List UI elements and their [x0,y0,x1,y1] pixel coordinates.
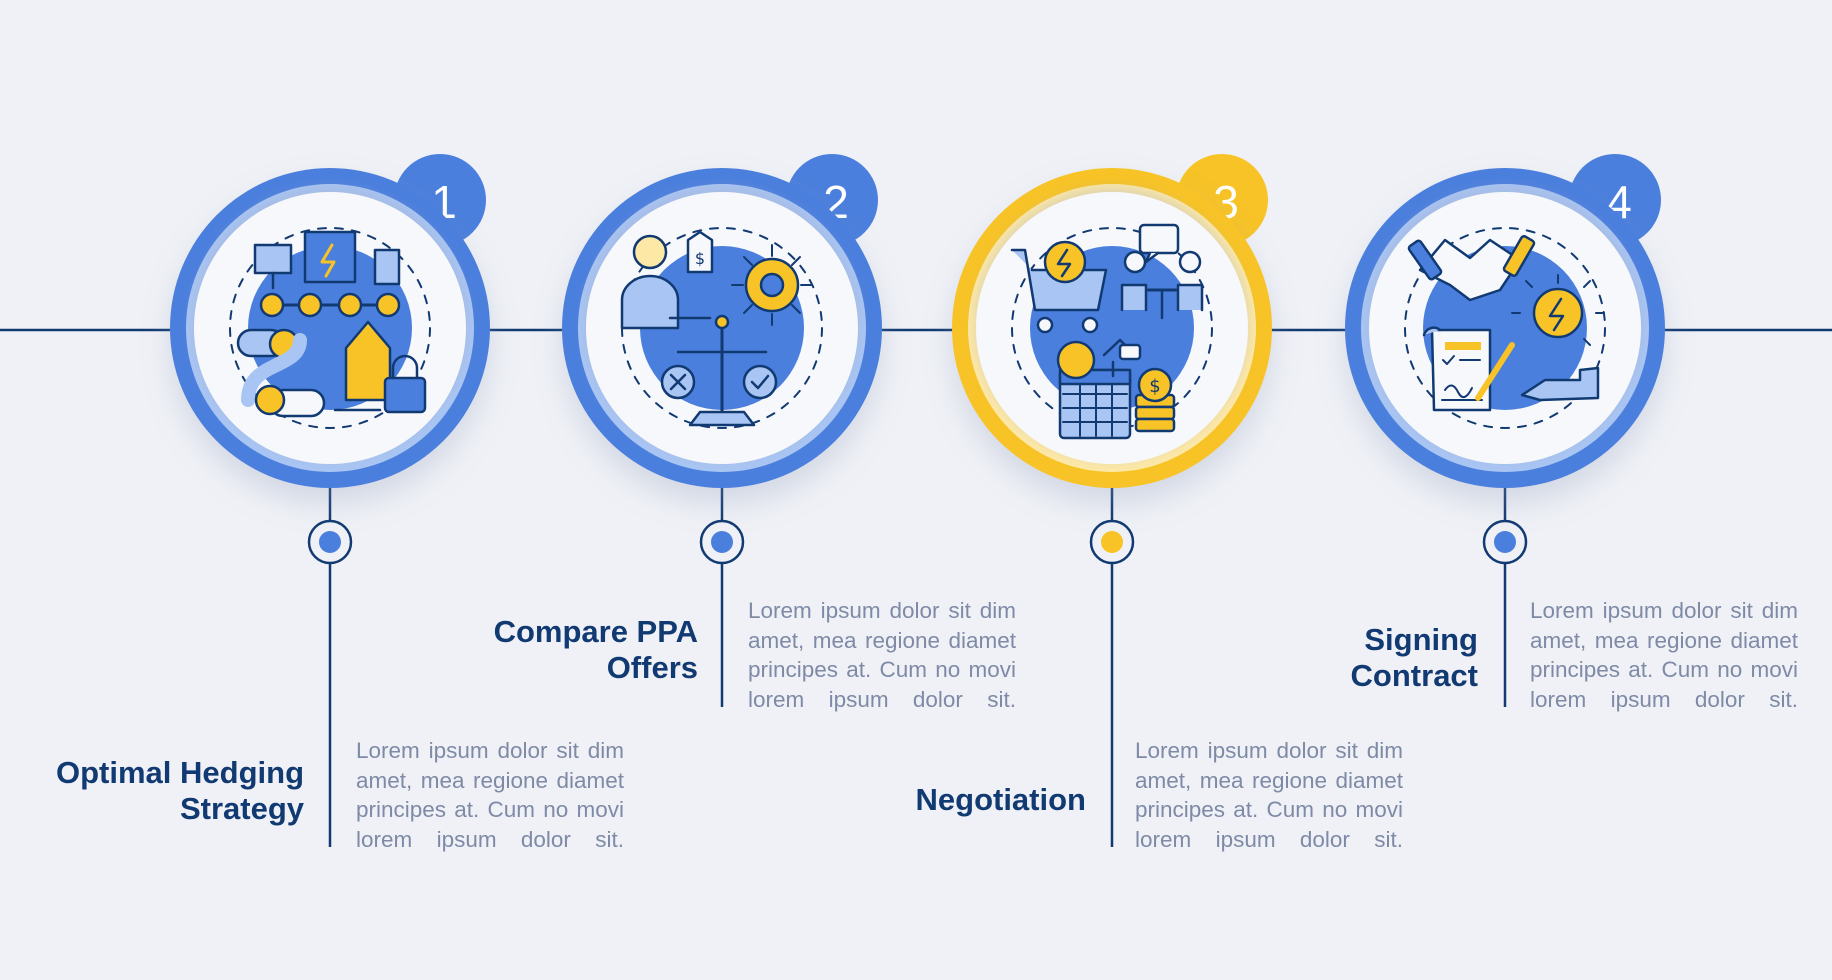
step-4-circle[interactable]: 4 [1345,154,1665,488]
step-3-group: 3 [952,154,1272,847]
step-4-node[interactable] [1482,519,1528,565]
step-4-group: 4 [1345,154,1665,707]
step-1-description: Lorem ipsum dolor sit dim amet, mea regi… [356,738,624,852]
step-2-description: Lorem ipsum dolor sit dim amet, mea regi… [748,598,1016,712]
svg-text:$: $ [1149,376,1160,397]
step-2-group: 2 $ [562,154,882,707]
signing-contract-icon [1404,227,1606,429]
step-2-title: Compare PPA Offers [493,614,698,685]
negotiation-icon: $ [1010,223,1213,440]
step-4-description: Lorem ipsum dolor sit dim amet, mea regi… [1530,598,1798,712]
step-3-title: Negotiation [915,782,1087,817]
step-3-node[interactable] [1089,519,1135,565]
step-1-node[interactable] [307,519,353,565]
step-1-group: 1 [170,154,490,847]
compare-offers-icon: $ [620,227,823,429]
step-2-node[interactable] [699,519,745,565]
step-4-title: Signing Contract [1350,622,1478,693]
svg-text:$: $ [695,249,705,268]
step-1-circle[interactable]: 1 [170,154,490,488]
step-1-title: Optimal Hedging Strategy [56,755,304,826]
energy-hedging-icon [229,227,431,429]
step-3-circle[interactable]: 3 [952,154,1272,488]
step-2-circle[interactable]: 2 $ [562,154,882,488]
step-3-description: Lorem ipsum dolor sit dim amet, mea regi… [1135,738,1403,852]
